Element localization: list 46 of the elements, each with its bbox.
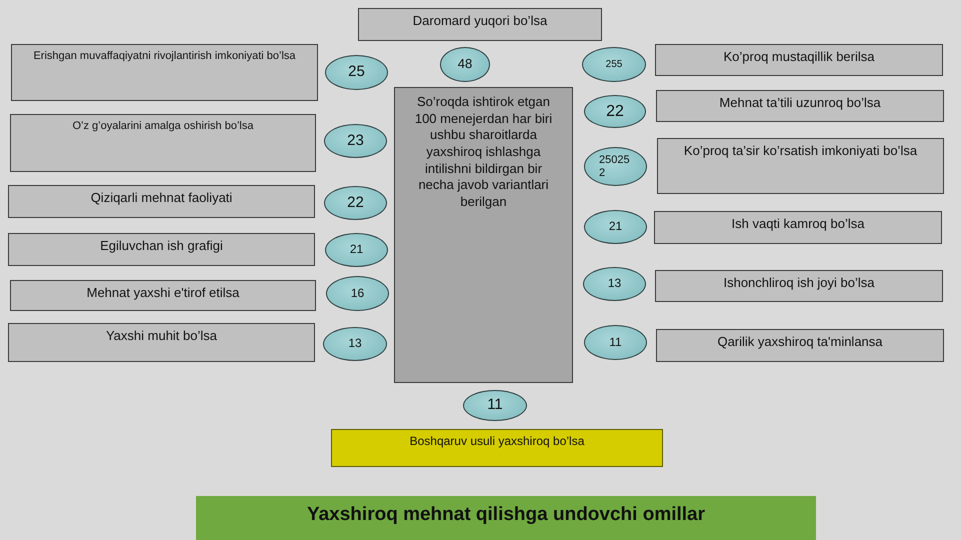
factor-text: Boshqaruv usuli yaxshiroq bo’lsa (410, 434, 584, 448)
factor-text: Erishgan muvaffaqiyatni rivojlantirish imkoniyati bo’lsa (33, 50, 296, 62)
factor-text: Ko’proq ta’sir ko’rsatish imkoniyati bo’lsa (684, 143, 918, 158)
count-value: 21 (350, 243, 364, 257)
factor-box (656, 329, 944, 362)
factor-text: Yaxshi muhit bo’lsa (106, 328, 218, 343)
count-value: 22 (347, 194, 364, 212)
factor-text: Ish vaqti kamroq bo’lsa (732, 216, 864, 231)
factor-box (655, 270, 943, 302)
count-value: 23 (347, 132, 364, 150)
factor-text: Ishonchliroq ish joyi bo’lsa (723, 275, 875, 290)
count-value: 11 (609, 336, 622, 350)
factor-text: Daromard yuqori bo’lsa (412, 13, 548, 28)
count-ellipse (440, 47, 490, 82)
count-value: 48 (458, 57, 472, 72)
factor-box (358, 8, 602, 41)
factor-box (10, 114, 316, 172)
description-text: So’roqda ishtirok etgan 100 menejerdan har biri ushbu sharoitlarda yaxshiroq ishlashga intilishni bildirgan bir necha javob variantlari berilgan (414, 94, 552, 209)
title-banner: Yaxshiroq mehnat qilishga undovchi omillar (196, 496, 816, 540)
count-value: 25 (348, 64, 365, 81)
factor-box (657, 138, 944, 194)
factor-text: Mehnat ta’tili uzunroq bo’lsa (719, 95, 881, 110)
count-value: 255 (606, 59, 622, 70)
factor-text: Qiziqarli mehnat faoliyati (90, 190, 232, 205)
factor-box (8, 323, 315, 362)
factor-box (10, 280, 316, 311)
description-box (394, 87, 573, 383)
count-value: 11 (487, 397, 503, 414)
factor-box (654, 211, 942, 244)
count-value: 16 (350, 286, 364, 300)
factor-text: Qarilik yaxshiroq ta'minlansa (717, 334, 883, 349)
count-value: 13 (348, 337, 362, 351)
factor-box (8, 233, 315, 266)
count-value: 21 (608, 220, 622, 234)
factor-text: O’z g’oyalarini amalga oshirish bo’lsa (72, 120, 254, 132)
factor-box (655, 44, 943, 76)
factor-text: Mehnat yaxshi e'tirof etilsa (86, 285, 240, 300)
count-value: 250252 (599, 154, 631, 179)
count-value: 13 (608, 277, 622, 291)
factor-text: Ko’proq mustaqillik berilsa (723, 49, 874, 64)
factor-text: Egiluvchan ish grafigi (100, 238, 223, 253)
count-value: 22 (606, 102, 624, 120)
factor-box (8, 185, 315, 218)
factor-box (656, 90, 944, 122)
highlight-box (331, 429, 663, 467)
factor-box (11, 44, 318, 101)
